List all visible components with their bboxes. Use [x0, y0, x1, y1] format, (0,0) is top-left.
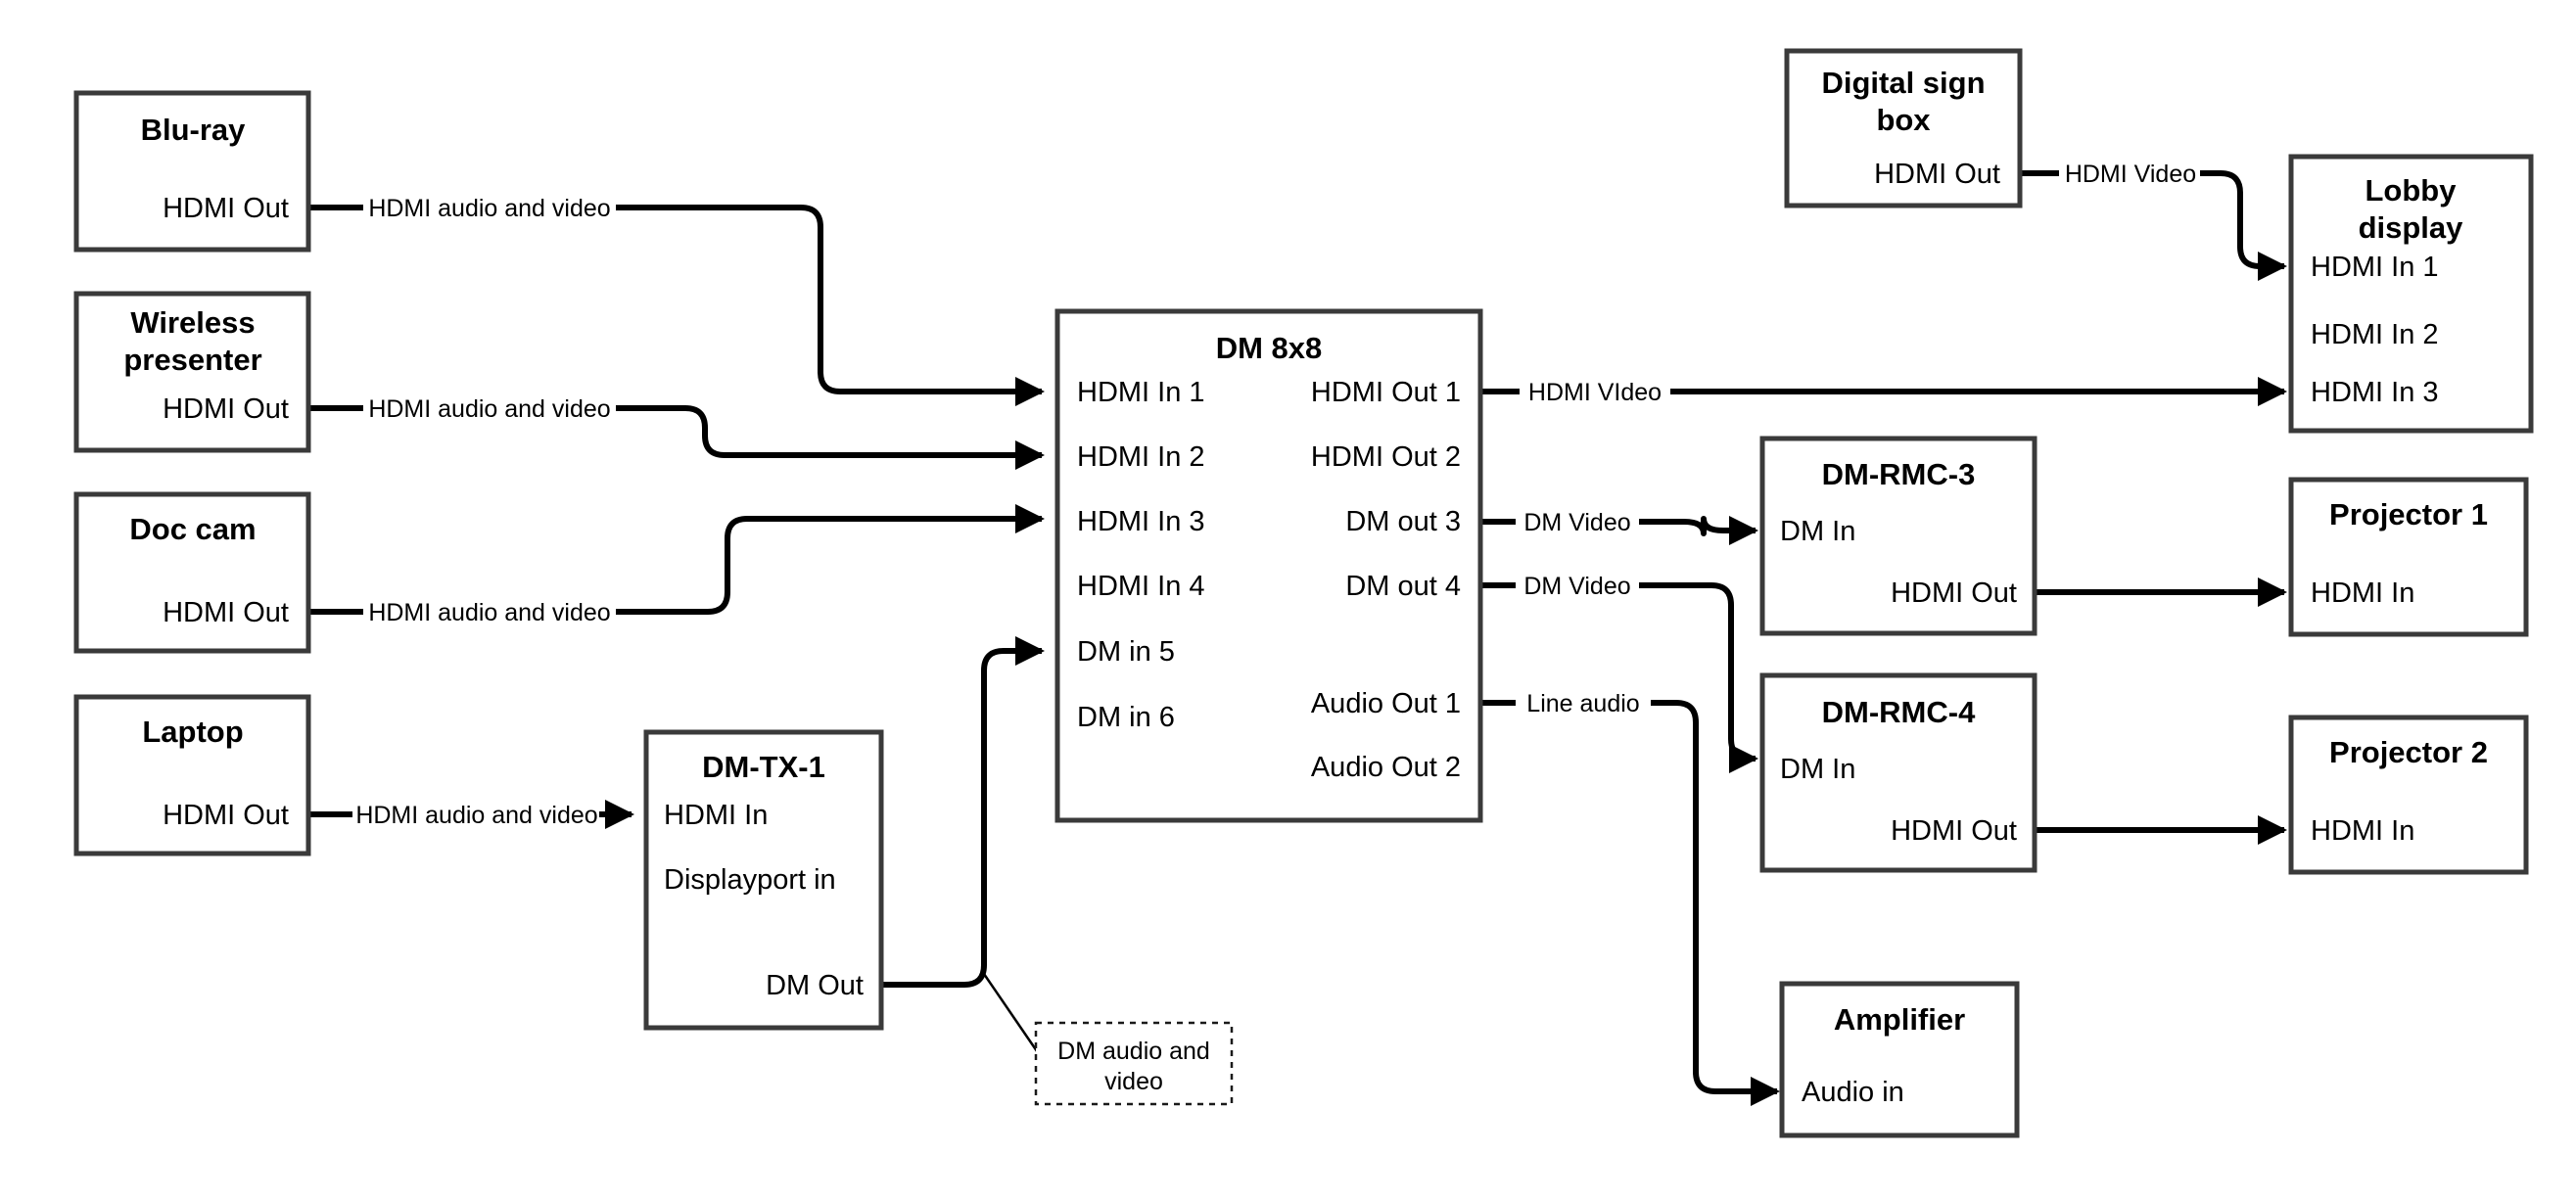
dm-tx-1-port-displayport-in: Displayport in	[664, 864, 836, 896]
device-box-dm-rmc-3[interactable]: DM-RMC-3 DM In HDMI Out	[1759, 436, 2037, 636]
lobby-display-title-line1: Lobby	[2365, 173, 2458, 208]
wire-bluray-to-dm8x8: HDMI audio and video	[308, 195, 1045, 406]
projector-1-port-hdmi-in: HDMI In	[2311, 577, 2414, 609]
dm-rmc-3-port-hdmi-out: HDMI Out	[1891, 577, 2017, 609]
bluray-port-hdmi-out: HDMI Out	[163, 193, 289, 224]
dm-tx-1-port-dm-out: DM Out	[766, 970, 864, 1001]
dm-tx-1-title: DM-TX-1	[702, 750, 825, 784]
dm-8x8-output-dm-out-3: DM out 3	[1345, 506, 1461, 537]
device-box-dm-tx-1[interactable]: DM-TX-1 HDMI In Displayport in DM Out	[643, 729, 884, 1031]
wire-dm8x8-out3-to-rmc3: DM Video	[1480, 509, 1758, 545]
callout-note-line1: DM audio and	[1057, 1038, 1210, 1065]
bluray-title: Blu-ray	[141, 113, 247, 147]
projector-2-port-hdmi-in: HDMI In	[2311, 815, 2414, 847]
doc-cam-title: Doc cam	[129, 512, 256, 546]
doc-cam-port-hdmi-out: HDMI Out	[163, 597, 289, 628]
dm-8x8-input-dm-in-6: DM in 6	[1077, 702, 1175, 733]
digital-sign-box-port-hdmi-out: HDMI Out	[1874, 159, 2000, 190]
device-box-laptop[interactable]: Laptop HDMI Out	[73, 694, 311, 856]
device-box-digital-sign-box[interactable]: Digital sign box HDMI Out	[1784, 48, 2023, 208]
wireless-presenter-port-hdmi-out: HDMI Out	[163, 393, 289, 425]
amplifier-port-audio-in: Audio in	[1802, 1077, 1904, 1108]
wire-dm8x8-out1-to-lobby: HDMI VIdeo	[1480, 377, 2287, 406]
device-box-amplifier[interactable]: Amplifier Audio in	[1779, 981, 2020, 1138]
dm-rmc-3-port-dm-in: DM In	[1780, 516, 1855, 547]
dm-8x8-title: DM 8x8	[1216, 331, 1323, 365]
callout-note-line2: video	[1104, 1068, 1163, 1095]
dm-8x8-input-dm-in-5: DM in 5	[1077, 636, 1175, 668]
device-box-dm-rmc-4[interactable]: DM-RMC-4 DM In HDMI Out	[1759, 672, 2037, 873]
dm-8x8-output-dm-out-4: DM out 4	[1345, 571, 1461, 602]
lobby-display-input-hdmi-in-1: HDMI In 1	[2311, 252, 2439, 283]
projector-2-title: Projector 2	[2329, 735, 2488, 769]
dm-8x8-input-hdmi-in-1: HDMI In 1	[1077, 377, 1205, 408]
device-box-doc-cam[interactable]: Doc cam HDMI Out	[73, 491, 311, 654]
digital-sign-box-title-line1: Digital sign	[1821, 66, 1985, 100]
dm-8x8-output-audio-out-1: Audio Out 1	[1311, 688, 1461, 719]
wire-laptop-to-dmtx1: HDMI audio and video	[308, 800, 634, 829]
edge-label-dm-out1: HDMI VIdeo	[1528, 379, 1662, 406]
dm-8x8-output-hdmi-out-2: HDMI Out 2	[1311, 441, 1461, 473]
edge-label-bluray: HDMI audio and video	[368, 195, 610, 222]
wire-dm8x8-audio1-to-amplifier: Line audio	[1480, 690, 1780, 1106]
wire-dmtx1-to-dm8x8	[881, 636, 1045, 988]
dm-8x8-input-hdmi-in-4: HDMI In 4	[1077, 571, 1205, 602]
device-box-projector-2[interactable]: Projector 2 HDMI In	[2288, 715, 2529, 875]
device-box-bluray[interactable]: Blu-ray HDMI Out	[73, 90, 311, 253]
wireless-presenter-title-line2: presenter	[123, 343, 261, 377]
wire-dm8x8-out4-to-rmc4: DM Video	[1480, 573, 1758, 773]
edge-label-wireless: HDMI audio and video	[368, 395, 610, 423]
edge-label-sign: HDMI Video	[2065, 161, 2196, 188]
device-box-projector-1[interactable]: Projector 1 HDMI In	[2288, 477, 2529, 637]
callout-note-dm-audio-and-video: DM audio and video	[1034, 1021, 1234, 1106]
edge-label-dm-out4: DM Video	[1523, 573, 1630, 600]
digital-sign-box-title-line2: box	[1876, 103, 1931, 137]
edge-label-laptop: HDMI audio and video	[355, 802, 597, 829]
dm-8x8-input-hdmi-in-3: HDMI In 3	[1077, 506, 1205, 537]
projector-1-title: Projector 1	[2329, 497, 2488, 531]
device-box-dm-8x8[interactable]: DM 8x8 HDMI In 1 HDMI In 2 HDMI In 3 HDM…	[1054, 308, 1483, 823]
dm-tx-1-port-hdmi-in: HDMI In	[664, 800, 768, 831]
lobby-display-title-line2: display	[2359, 210, 2464, 245]
laptop-title: Laptop	[142, 715, 243, 749]
dm-8x8-output-hdmi-out-1: HDMI Out 1	[1311, 377, 1461, 408]
device-box-wireless-presenter[interactable]: Wireless presenter HDMI Out	[73, 291, 311, 453]
dm-8x8-output-audio-out-2: Audio Out 2	[1311, 752, 1461, 783]
dm-rmc-4-port-hdmi-out: HDMI Out	[1891, 815, 2017, 847]
wire-wireless-to-dm8x8: HDMI audio and video	[308, 395, 1045, 470]
wireless-presenter-title-line1: Wireless	[130, 305, 255, 340]
dm-8x8-input-hdmi-in-2: HDMI In 2	[1077, 441, 1205, 473]
device-box-lobby-display[interactable]: Lobby display HDMI In 1 HDMI In 2 HDMI I…	[2288, 154, 2534, 434]
edge-label-dm-out3: DM Video	[1523, 509, 1630, 536]
wire-doccam-to-dm8x8: HDMI audio and video	[308, 504, 1045, 626]
lobby-display-input-hdmi-in-3: HDMI In 3	[2311, 377, 2439, 408]
laptop-port-hdmi-out: HDMI Out	[163, 800, 289, 831]
lobby-display-input-hdmi-in-2: HDMI In 2	[2311, 319, 2439, 350]
dm-rmc-3-title: DM-RMC-3	[1822, 457, 1976, 491]
edge-label-doccam: HDMI audio and video	[368, 599, 610, 626]
edge-label-audio-out1: Line audio	[1526, 690, 1639, 717]
dm-rmc-4-title: DM-RMC-4	[1822, 695, 1976, 729]
dm-rmc-4-port-dm-in: DM In	[1780, 754, 1855, 785]
amplifier-title: Amplifier	[1834, 1002, 1965, 1037]
wire-sign-to-lobby: HDMI Video	[2020, 161, 2287, 281]
